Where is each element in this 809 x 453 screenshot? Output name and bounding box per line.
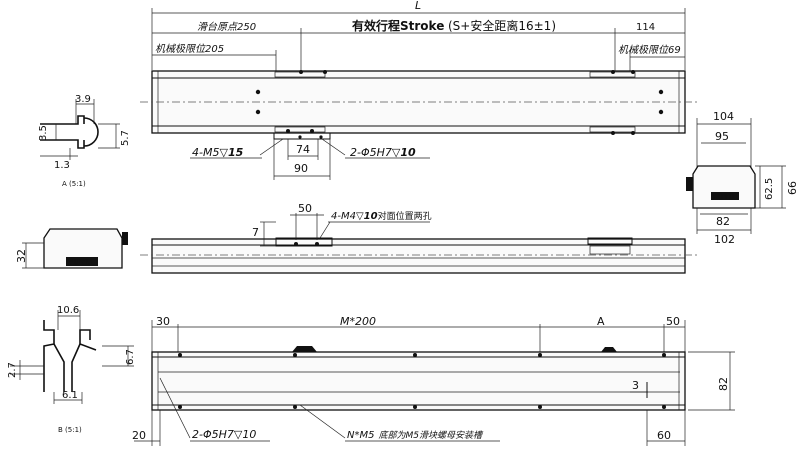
dim-a: A (597, 315, 605, 328)
dim-home-250: 滑台原点250 (197, 21, 256, 33)
dim-2-7: 2.7 (7, 362, 18, 378)
callout-m4: 4-M4▽10对面位置两孔 (331, 210, 432, 222)
dim-3: 3 (632, 379, 639, 392)
dim-66: 66 (786, 181, 799, 195)
brand-right: FUYU (713, 193, 735, 201)
dim-7: 7 (252, 226, 259, 239)
dim-10-6: 10.6 (57, 305, 79, 316)
side-view: 50 4-M4▽10对面位置两孔 7 (140, 202, 700, 274)
detail-a-label: A (5:1) (62, 180, 86, 188)
dim-82: 82 (717, 377, 730, 391)
dim-3-9: 3.9 (75, 94, 91, 105)
dim-L: L (415, 0, 421, 12)
callout-pin-bottom: 2-Φ5H7▽10 (192, 428, 256, 441)
dim-74: 74 (296, 143, 310, 156)
dim-114: 114 (636, 22, 655, 33)
end-view-left: FUYU 32 (15, 228, 128, 269)
dim-90: 90 (294, 162, 308, 175)
detail-b-label: B (5:1) (58, 426, 82, 434)
dim-1-3: 1.3 (54, 160, 70, 171)
detail-b: 10.6 6.7 2.7 6.1 B (5:1) (7, 305, 136, 434)
dim-20: 20 (132, 429, 146, 442)
top-view: L 滑台原点250 有效行程Stroke (S+安全距离16±1) 114 机械… (140, 0, 700, 180)
dim-104: 104 (713, 110, 734, 123)
stroke-title: 有效行程Stroke (352, 18, 444, 33)
stroke-formula: (S+安全距离16±1) (448, 18, 556, 33)
dim-30: 30 (156, 315, 170, 328)
brand-left: FUYU (68, 258, 92, 267)
dim-50: 50 (298, 202, 312, 215)
dim-32: 32 (15, 249, 28, 263)
end-view-right: 104 95 FUYU 82 102 62.5 66 (686, 110, 799, 246)
dim-60: 60 (657, 429, 671, 442)
dim-m200: M*200 (340, 315, 376, 328)
dim-82-side: 82 (716, 215, 730, 228)
detail-a: 3.9 3.5 5.7 1.3 A (5:1) (38, 94, 131, 188)
callout-pin-5h7: 2-Φ5H7▽10 (350, 146, 416, 159)
dim-6-1: 6.1 (62, 390, 78, 401)
dim-95: 95 (715, 130, 729, 143)
dim-mech-69: 机械极限位69 (618, 44, 681, 56)
dim-50b: 50 (666, 315, 680, 328)
dim-102: 102 (714, 233, 735, 246)
dim-3-5: 3.5 (38, 125, 49, 141)
dim-62-5: 62.5 (764, 178, 775, 200)
dim-mech-205: 机械极限位205 (155, 43, 224, 55)
callout-m5-15: 4-M5▽15 (192, 146, 244, 159)
dim-5-7: 5.7 (120, 130, 131, 146)
bottom-view: 30 M*200 A 50 82 3 20 2- (132, 315, 735, 446)
dim-6-7: 6.7 (125, 349, 136, 365)
